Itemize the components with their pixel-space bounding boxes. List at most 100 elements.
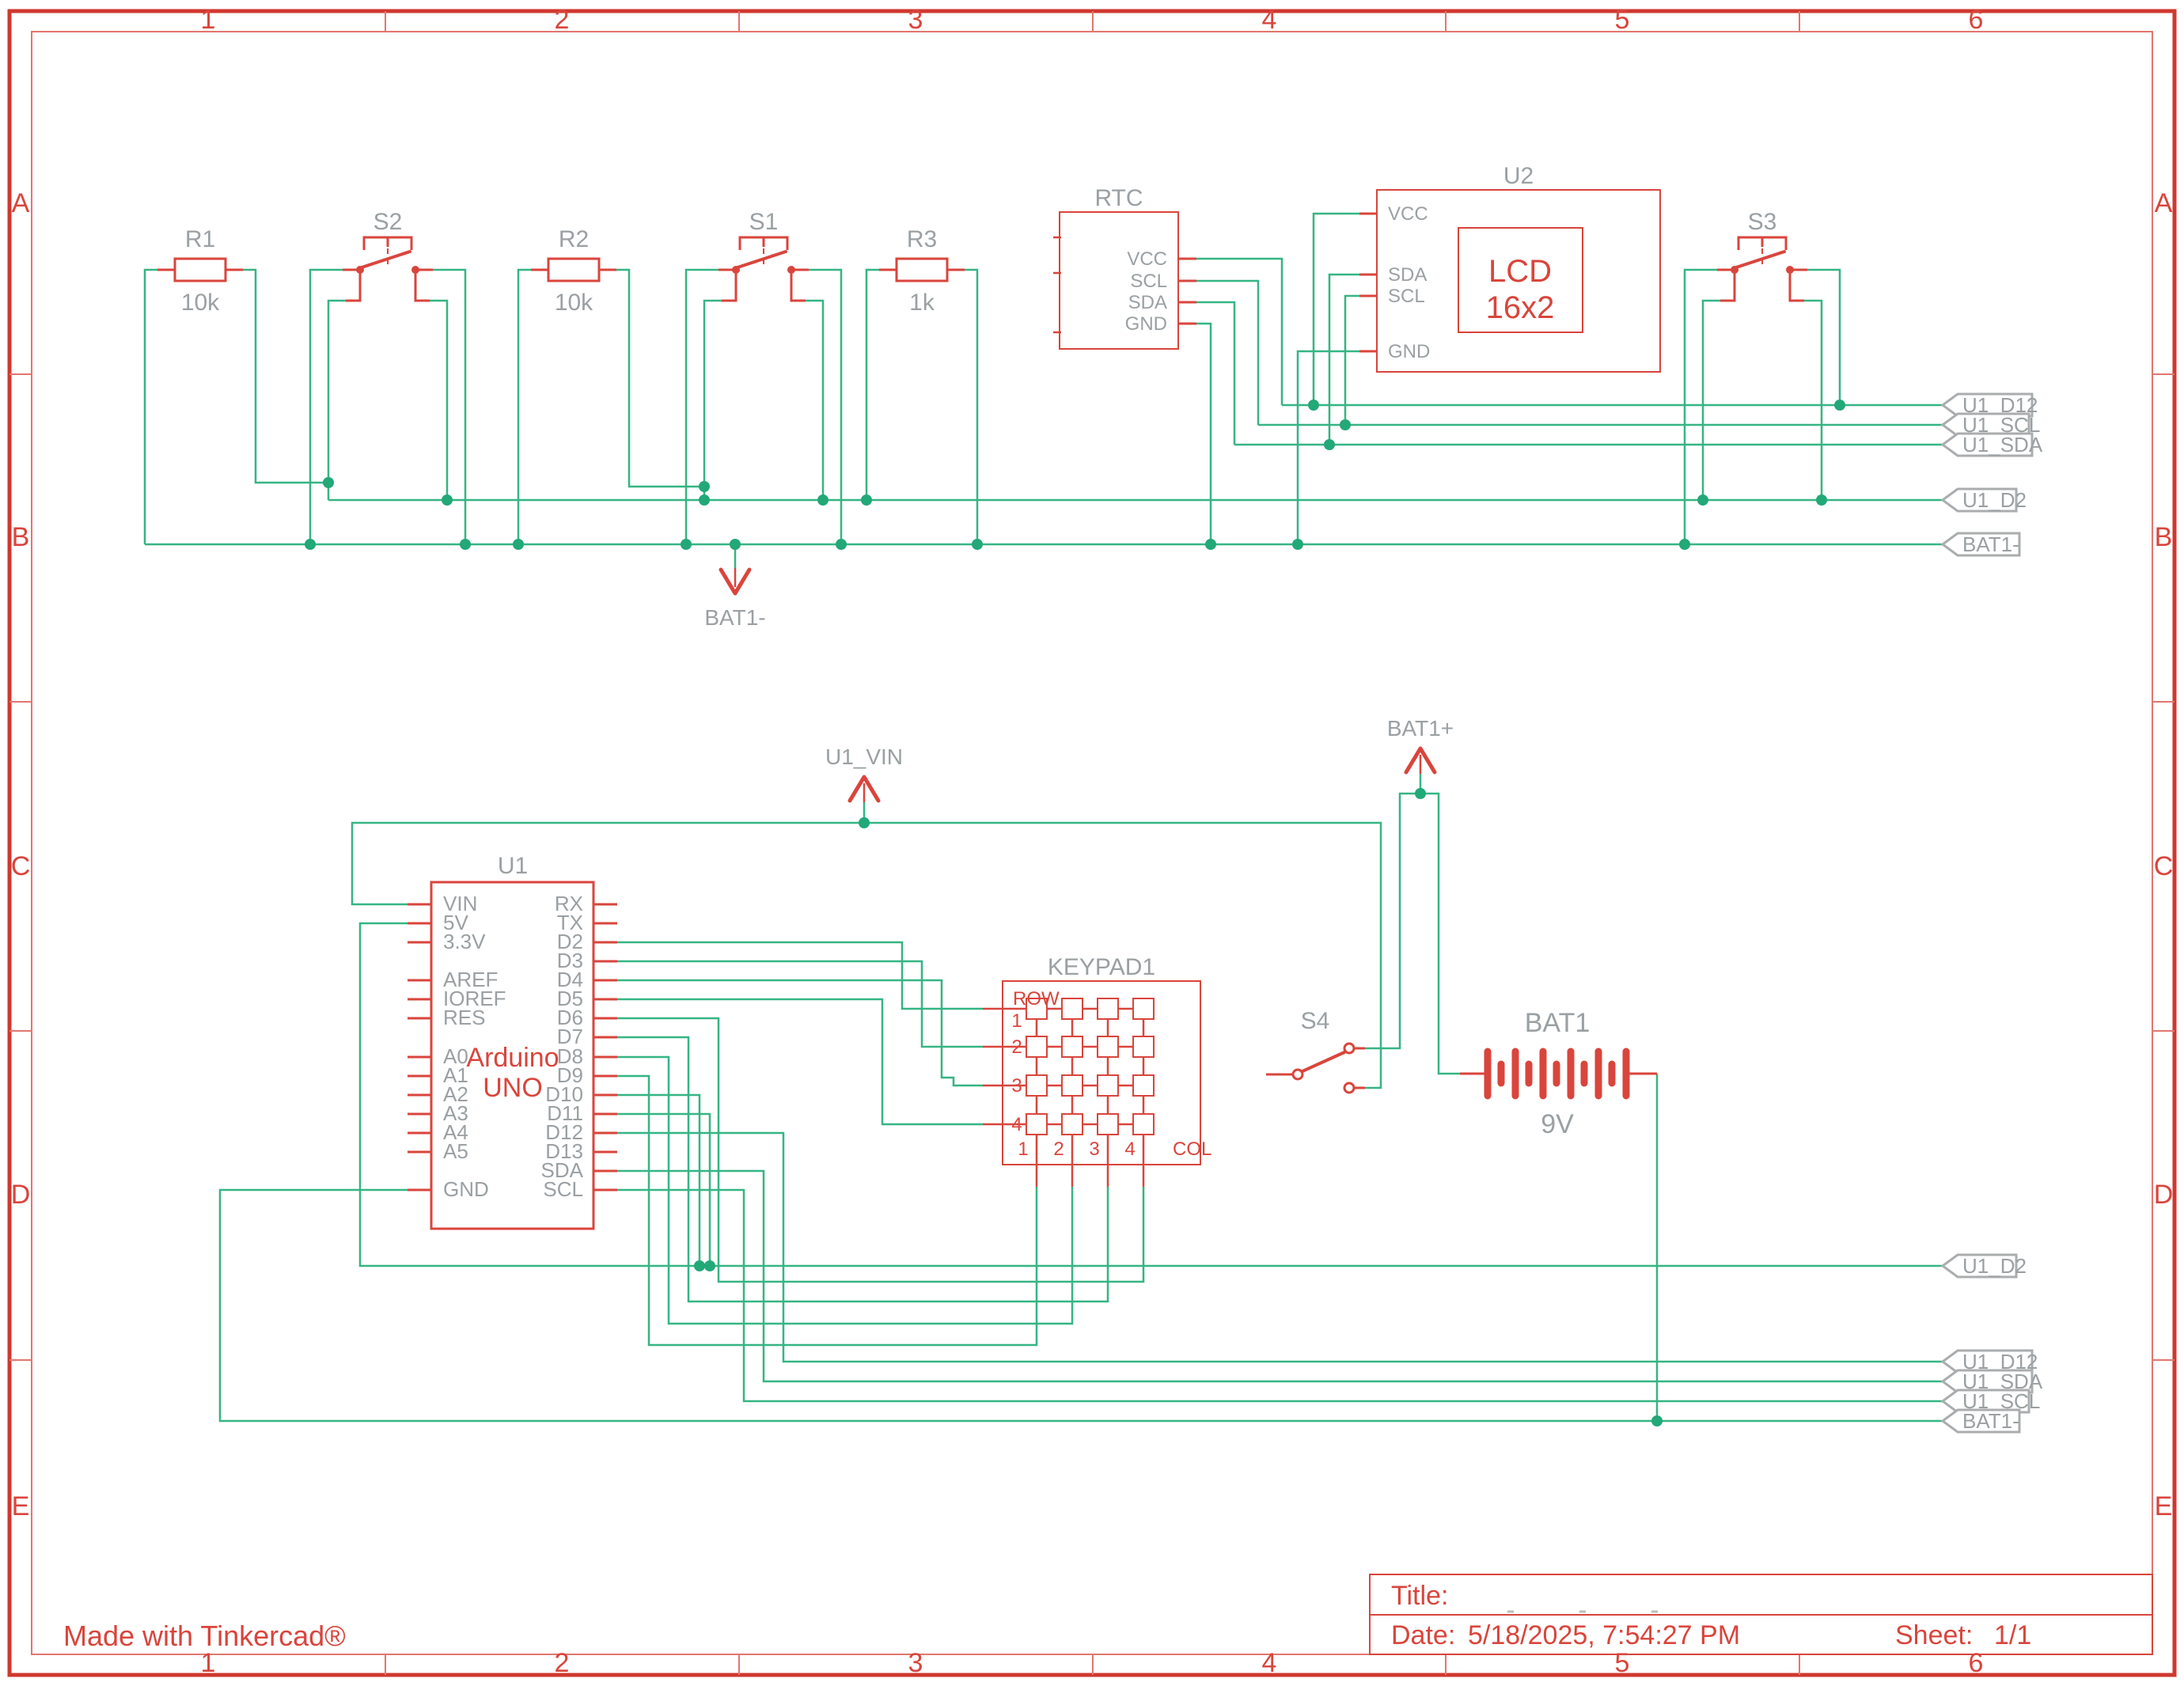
component-value: 10k <box>555 290 593 316</box>
wire <box>617 1112 711 1266</box>
pin-label: D9 <box>557 1063 583 1087</box>
pin-stub <box>1266 1047 1365 1089</box>
net-flags-top: U1_D12 U1_SCL U1_SDA U1_D2 BAT1- <box>1940 392 2043 557</box>
component-ref: U2 <box>1503 163 1534 189</box>
pin-stub <box>346 273 430 302</box>
arduino-label-line1: Arduino <box>466 1043 559 1073</box>
pin-label: 3.3V <box>443 930 486 953</box>
resistor-r3: R3 1k <box>879 226 965 316</box>
button-cap <box>1737 236 1788 250</box>
wire <box>965 268 979 544</box>
frame-row-label: D <box>2154 1180 2174 1210</box>
down-arrow-icon <box>719 567 752 596</box>
title-label: Title: <box>1391 1581 1448 1611</box>
wire <box>1196 301 1236 445</box>
keypad-key-squares <box>1026 998 1155 1135</box>
rtc-left-ticks <box>1053 236 1061 334</box>
pin-label: GND <box>1388 341 1430 362</box>
frame-row-label: A <box>12 188 30 218</box>
frame-row-label: D <box>11 1180 31 1210</box>
wire <box>1196 322 1212 544</box>
component-ref: S2 <box>373 209 403 235</box>
pin-label: D10 <box>545 1082 583 1106</box>
frame-col-label: 3 <box>908 1648 923 1678</box>
keypad-col-number: 4 <box>1124 1139 1135 1160</box>
frame-row-label: A <box>2155 188 2173 218</box>
pin-stub <box>1720 273 1804 302</box>
title-block: Title: Date: 5/18/2025, 7:54:27 PM Sheet… <box>1369 1574 2153 1655</box>
junction-dots <box>305 400 1845 1426</box>
pin-label: VCC <box>1388 203 1428 225</box>
frame-column-dividers <box>385 11 1800 1675</box>
pin-label: A2 <box>443 1082 468 1106</box>
wire <box>243 268 328 484</box>
wire-bat1-plus-net <box>1365 792 1460 1075</box>
component-ref: KEYPAD1 <box>1048 954 1155 980</box>
frame-col-label: 5 <box>1615 1648 1630 1678</box>
pin-stub <box>593 903 617 1192</box>
power-flag-u1-vin: U1_VIN <box>825 744 903 803</box>
frame-outer-border <box>7 9 2177 1677</box>
net-flag-label: U1_D2 <box>1962 488 2027 512</box>
pin-label: D6 <box>557 1006 583 1029</box>
pin-label: SCL <box>1130 271 1167 292</box>
pin-stub <box>1359 212 1377 353</box>
component-ref: U1 <box>498 853 528 879</box>
button-cap <box>362 236 413 250</box>
lcd-body <box>1376 189 1661 373</box>
up-arrow-icon <box>847 775 881 803</box>
frame-col-label: 4 <box>1262 1648 1277 1678</box>
pin-label: GND <box>443 1177 489 1201</box>
frame-col-label: 5 <box>1615 5 1630 35</box>
resistor-body <box>173 257 227 282</box>
pin-label: SDA <box>1388 264 1427 286</box>
component-ref: R2 <box>559 226 589 252</box>
power-flag-label: BAT1+ <box>1387 716 1454 741</box>
frame-col-label: 4 <box>1262 5 1277 35</box>
wire <box>1196 257 1283 405</box>
pin-label: A4 <box>443 1120 468 1144</box>
power-flag-label: BAT1- <box>704 605 765 630</box>
keypad-col-number: 3 <box>1089 1139 1099 1160</box>
wire <box>1312 212 1359 405</box>
pin-label: D4 <box>557 968 583 991</box>
net-flag-label: U1_D2 <box>1962 1254 2027 1278</box>
pin-label: TX <box>557 911 583 934</box>
pin-label: RES <box>443 1006 485 1029</box>
power-flag-bat1-minus-top: BAT1- <box>704 567 766 630</box>
pin-stub <box>722 273 806 302</box>
wire <box>1804 299 1823 500</box>
pin-label: D12 <box>545 1120 583 1144</box>
pin-stub <box>408 903 431 1192</box>
resistor-body <box>895 257 949 282</box>
switch-lever <box>1301 1051 1346 1073</box>
wire-u1-d12-lower <box>617 1131 1943 1363</box>
component-ref: S3 <box>1748 209 1777 235</box>
pin-label: IOREF <box>443 987 506 1010</box>
wire <box>433 268 467 544</box>
pushbutton-s1: S1 <box>719 209 809 302</box>
sheet-value: 1/1 <box>1994 1620 2031 1650</box>
lcd-text-line2: 16x2 <box>1486 290 1555 325</box>
wire <box>617 960 983 1048</box>
keypad-body <box>1002 980 1201 1165</box>
wire-u1-sda-lower <box>617 1169 1943 1383</box>
arduino-label-line2: UNO <box>483 1073 543 1103</box>
button-cap <box>738 236 789 250</box>
wire <box>1296 350 1359 544</box>
power-flag-label: U1_VIN <box>825 744 903 769</box>
pin-stub <box>1178 257 1196 325</box>
pin-label: A3 <box>443 1101 468 1125</box>
switch-lever <box>1735 250 1786 269</box>
battery-cells <box>1484 1048 1630 1100</box>
net-flag-label: BAT1- <box>1962 532 2019 556</box>
component-value: 1k <box>909 290 935 316</box>
net-flag-label: BAT1- <box>1962 1409 2019 1433</box>
pin-label: SDA <box>541 1158 584 1182</box>
arduino-body <box>430 881 595 1230</box>
component-ref: BAT1 <box>1525 1008 1591 1038</box>
component-value: 9V <box>1541 1109 1574 1139</box>
frame-inner-border <box>31 31 2153 1655</box>
pin-label: SDA <box>1128 292 1167 313</box>
